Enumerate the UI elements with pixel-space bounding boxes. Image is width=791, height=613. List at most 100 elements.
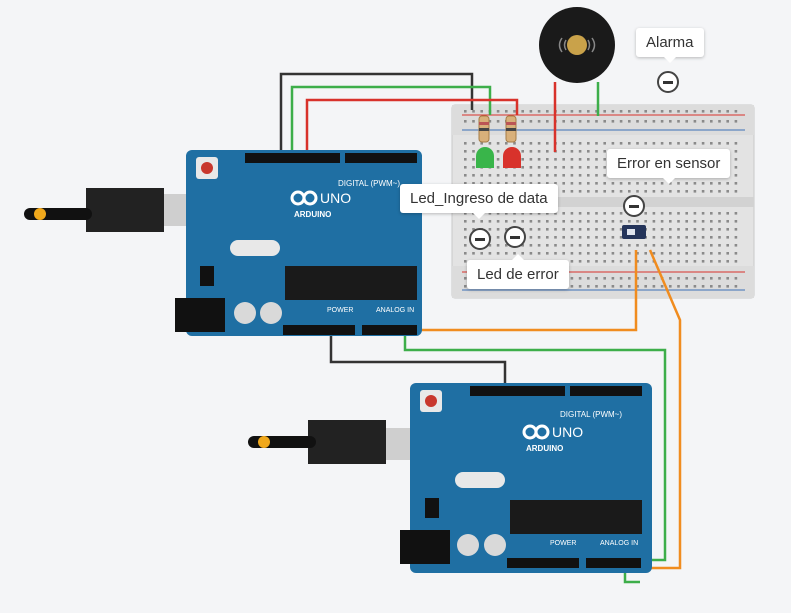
breadboard-hole xyxy=(488,182,492,185)
breadboard-hole xyxy=(578,244,582,247)
breadboard-hole xyxy=(513,142,516,145)
led-error-knob[interactable] xyxy=(504,226,526,248)
breadboard-hole xyxy=(619,252,623,255)
led-ingreso-knob[interactable] xyxy=(469,228,491,250)
breadboard-hole xyxy=(619,212,623,215)
error-sensor-knob[interactable] xyxy=(623,195,645,217)
breadboard-hole xyxy=(464,158,467,161)
breadboard-hole xyxy=(529,150,533,153)
breadboard-hole xyxy=(578,236,582,239)
model-label-top: UNO xyxy=(320,190,351,206)
breadboard-hole xyxy=(701,110,705,113)
breadboard-hole xyxy=(537,220,541,223)
arduino-bottom[interactable]: DIGITAL (PWM~) UNO ARDUINO POWER ANALOG … xyxy=(248,383,652,573)
breadboard-hole xyxy=(726,277,729,280)
breadboard-hole xyxy=(464,182,467,185)
breadboard-hole xyxy=(677,260,680,263)
led-red[interactable] xyxy=(503,115,521,168)
breadboard-hole xyxy=(726,182,729,185)
breadboard-hole xyxy=(546,174,549,177)
breadboard-hole xyxy=(669,244,672,247)
breadboard-hole xyxy=(685,142,688,145)
breadboard-hole xyxy=(603,120,606,123)
breadboard-hole xyxy=(537,174,541,177)
breadboard-hole xyxy=(685,260,688,263)
breadboard-hole xyxy=(726,236,729,239)
breadboard-hole xyxy=(619,220,623,223)
breadboard-hole xyxy=(554,182,557,185)
breadboard-hole xyxy=(652,182,656,185)
breadboard-hole xyxy=(578,285,582,288)
arduino-top[interactable]: DIGITAL (PWM~) UNO ARDUINO POWER ANALOG … xyxy=(24,150,422,336)
breadboard-hole xyxy=(693,120,697,123)
breadboard-hole xyxy=(488,252,492,255)
breadboard-hole xyxy=(701,285,705,288)
breadboard-hole xyxy=(652,252,656,255)
breadboard-hole xyxy=(488,174,492,177)
breadboard-hole xyxy=(595,142,598,145)
buzzer[interactable] xyxy=(539,7,615,152)
breadboard-hole xyxy=(734,174,738,177)
breadboard-hole xyxy=(726,252,729,255)
breadboard-hole xyxy=(701,277,705,280)
breadboard-hole xyxy=(464,285,467,288)
breadboard-hole xyxy=(611,110,615,113)
breadboard-hole xyxy=(677,285,680,288)
breadboard-hole xyxy=(636,110,639,113)
breadboard-hole xyxy=(644,110,647,113)
breadboard-hole xyxy=(472,166,475,169)
breadboard-hole xyxy=(521,150,524,153)
breadboard-hole xyxy=(701,142,705,145)
breadboard-hole xyxy=(464,120,467,123)
breadboard-hole xyxy=(718,182,721,185)
slide-switch[interactable] xyxy=(622,225,646,239)
breadboard-hole xyxy=(644,190,647,193)
breadboard-hole xyxy=(701,220,705,223)
breadboard-hole xyxy=(685,182,688,185)
breadboard-hole xyxy=(685,244,688,247)
breadboard-hole xyxy=(677,277,680,280)
breadboard-hole xyxy=(464,252,467,255)
breadboard-hole xyxy=(628,252,631,255)
breadboard-hole xyxy=(587,236,590,239)
breadboard-hole xyxy=(677,228,680,231)
breadboard-hole xyxy=(693,228,697,231)
breadboard-hole xyxy=(603,260,606,263)
breadboard-hole xyxy=(570,220,574,223)
breadboard-hole xyxy=(472,142,475,145)
breadboard-hole xyxy=(693,220,697,223)
breadboard-hole xyxy=(578,277,582,280)
breadboard-hole xyxy=(693,260,697,263)
breadboard-hole xyxy=(496,220,500,223)
breadboard-hole xyxy=(611,252,615,255)
breadboard-hole xyxy=(496,244,500,247)
breadboard-hole xyxy=(472,182,475,185)
breadboard-hole xyxy=(562,212,565,215)
breadboard-hole xyxy=(578,120,582,123)
breadboard-hole xyxy=(603,190,606,193)
breadboard-hole xyxy=(578,182,582,185)
breadboard-hole xyxy=(488,142,492,145)
breadboard-hole xyxy=(529,142,533,145)
breadboard-hole xyxy=(472,252,475,255)
breadboard-hole xyxy=(480,174,483,177)
callout-led-ingreso: Led_Ingreso de data xyxy=(400,184,558,219)
breadboard-hole xyxy=(537,244,541,247)
breadboard-hole xyxy=(718,110,721,113)
breadboard-hole xyxy=(603,277,606,280)
analog-label-bottom: ANALOG IN xyxy=(600,540,638,547)
breadboard-hole xyxy=(562,252,565,255)
breadboard-hole xyxy=(496,120,500,123)
breadboard-hole xyxy=(685,110,688,113)
breadboard-hole xyxy=(660,142,664,145)
breadboard-hole xyxy=(660,212,664,215)
breadboard-hole xyxy=(628,285,631,288)
alarma-knob[interactable] xyxy=(657,71,679,93)
breadboard-hole xyxy=(603,212,606,215)
breadboard-hole xyxy=(505,252,508,255)
wire-orange-2 xyxy=(634,249,682,570)
breadboard-hole xyxy=(660,228,664,231)
breadboard-hole xyxy=(636,277,639,280)
breadboard-hole xyxy=(529,120,533,123)
led-green[interactable] xyxy=(476,115,494,168)
